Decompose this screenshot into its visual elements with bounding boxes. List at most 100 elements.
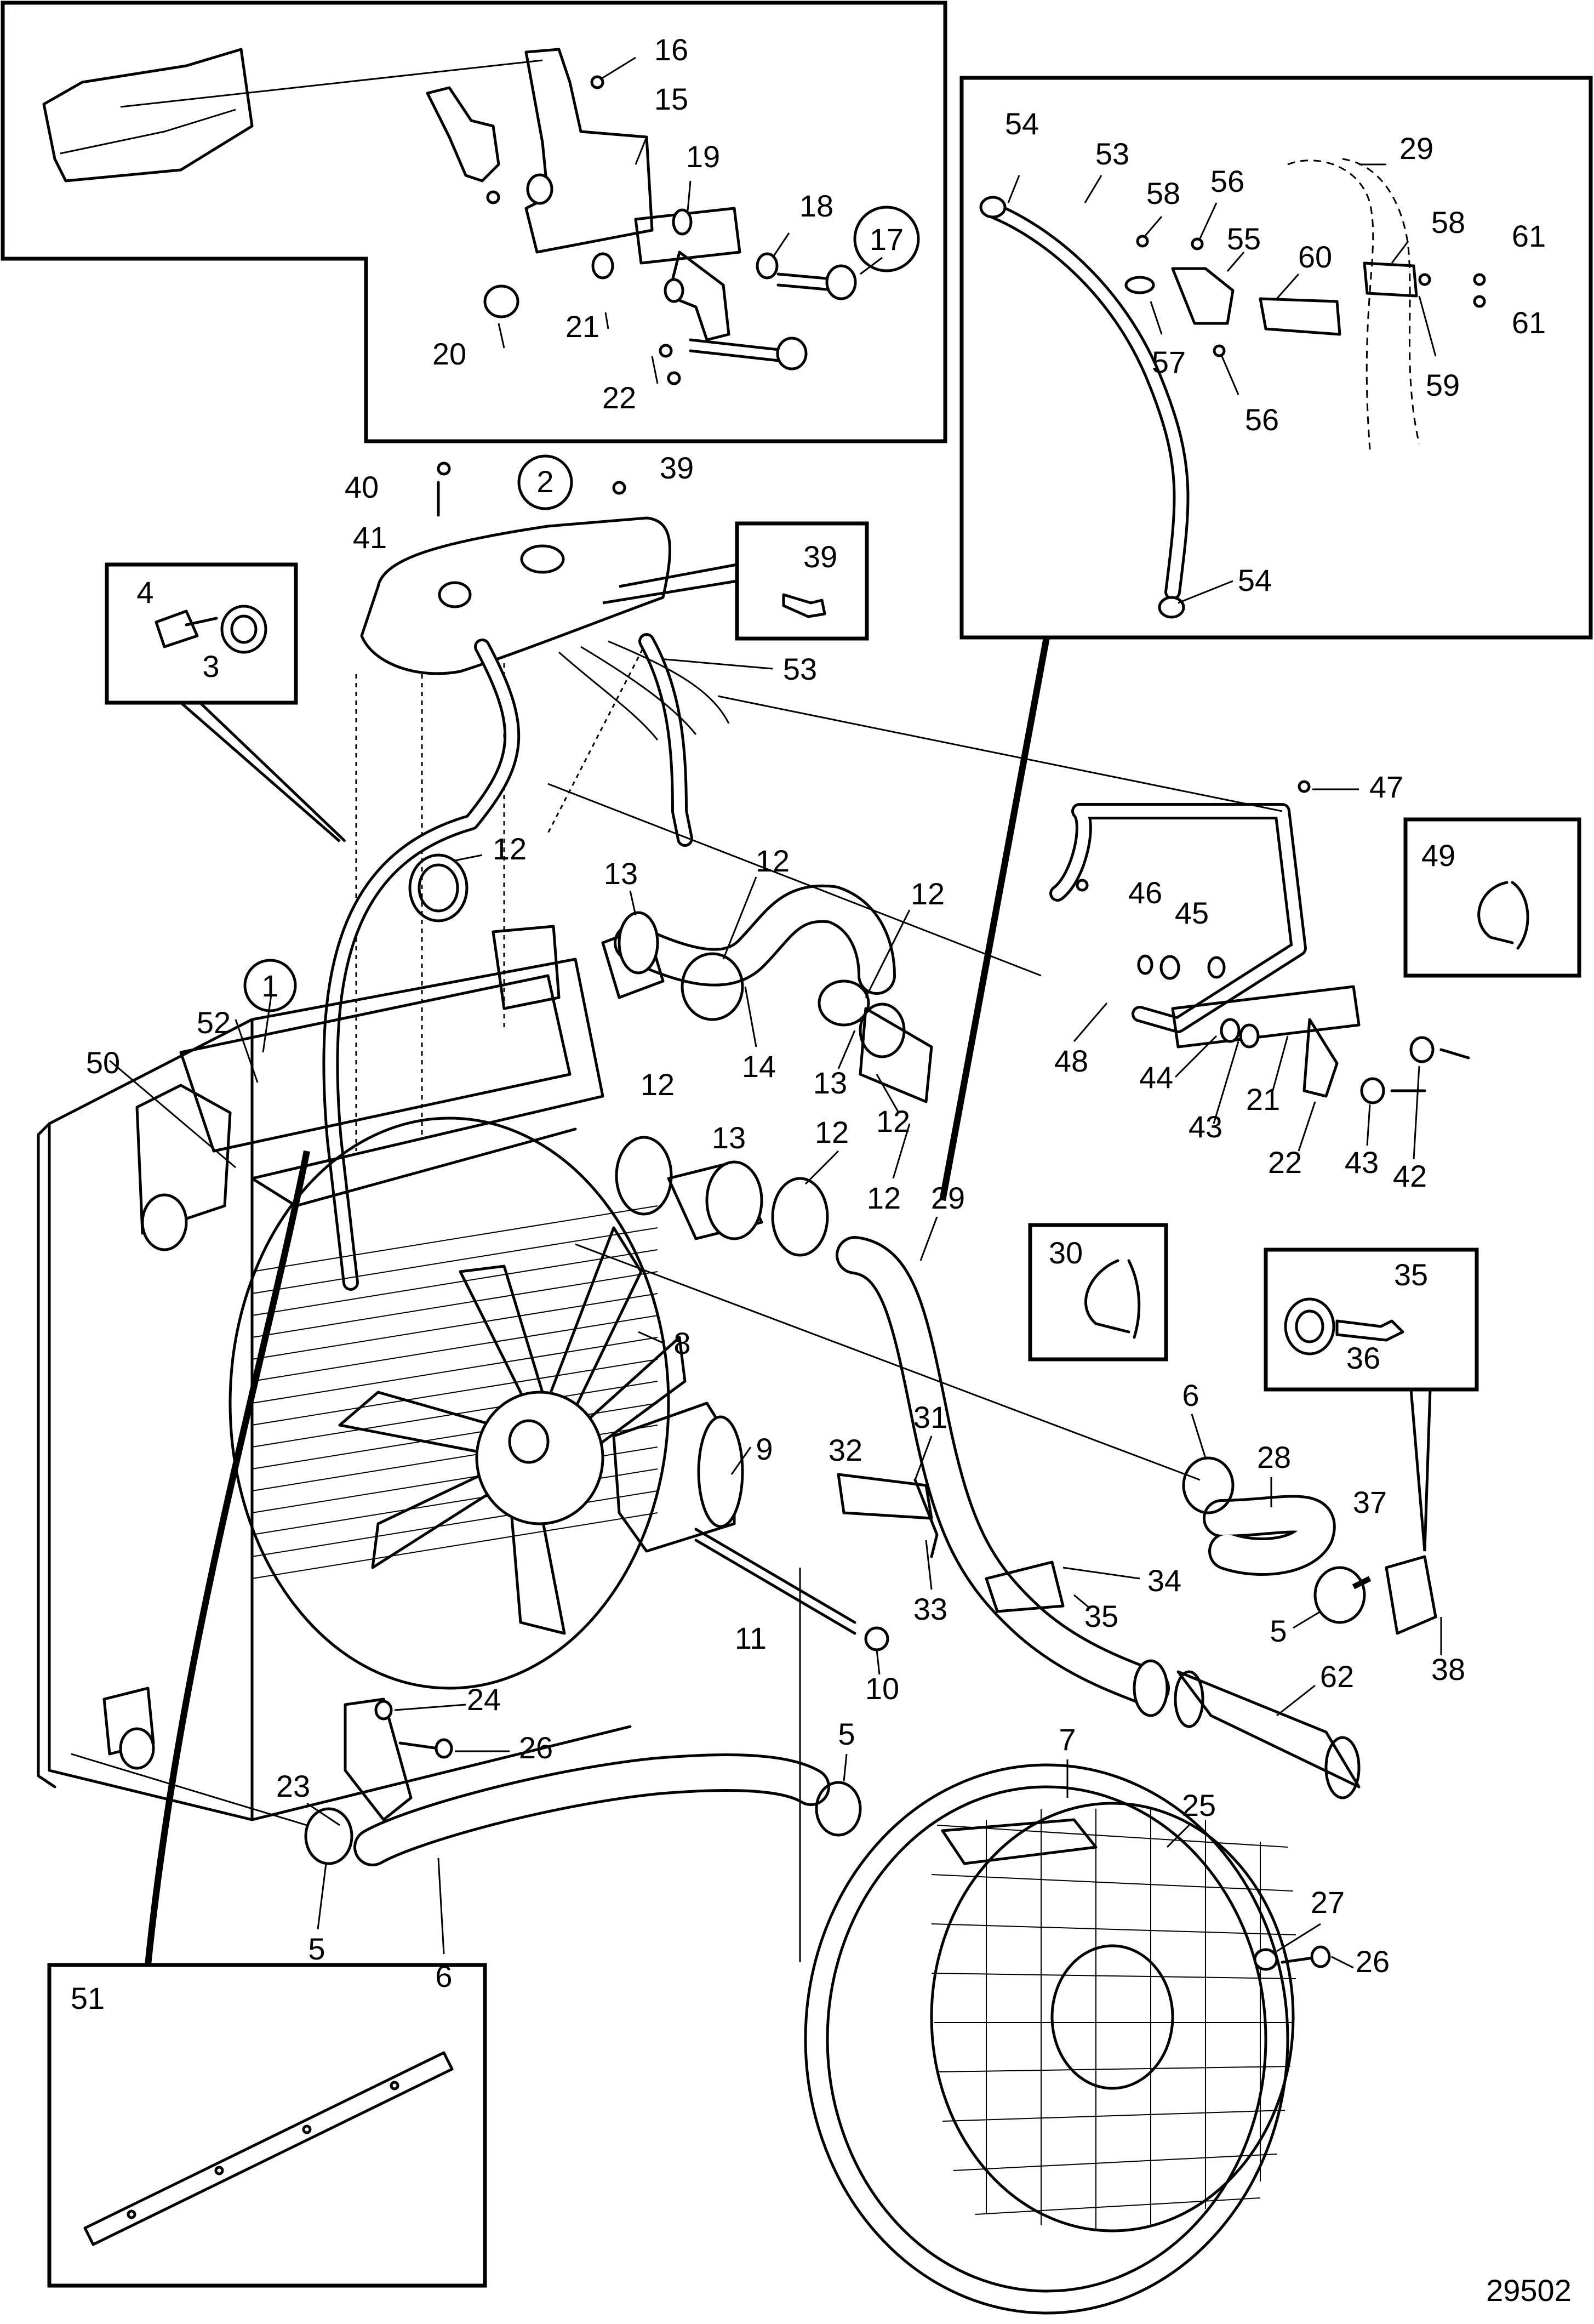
- callout-4: 4: [136, 575, 153, 610]
- callout-38: 38: [1431, 1652, 1465, 1687]
- callout-50: 50: [86, 1045, 120, 1080]
- callout-44: 44: [1139, 1060, 1173, 1095]
- callout-6-bottom: 6: [435, 1959, 452, 1993]
- callout-17: 17: [870, 222, 904, 257]
- callout-39-box: 39: [803, 539, 837, 574]
- radiator-assembly: 1 52 50: [37, 925, 670, 1821]
- callout-53-inset: 53: [1095, 136, 1129, 171]
- callout-24: 24: [467, 1682, 501, 1717]
- callout-62: 62: [1320, 1659, 1354, 1694]
- drawing-number: 29502: [1486, 2273, 1572, 2308]
- callout-18: 18: [799, 189, 833, 223]
- callout-37: 37: [1353, 1485, 1387, 1519]
- callout-28: 28: [1257, 1440, 1291, 1474]
- callout-21-inset: 21: [565, 309, 599, 344]
- callout-2: 2: [536, 464, 553, 499]
- callout-52: 52: [197, 1005, 231, 1040]
- callout-45: 45: [1175, 896, 1209, 930]
- callout-23: 23: [276, 1769, 310, 1803]
- callout-6-right: 6: [1182, 1378, 1199, 1412]
- callout-29-inset: 29: [1399, 131, 1433, 166]
- callout-40: 40: [345, 470, 379, 504]
- pipe-48-bracket: 47 46 45 48 44 43 21 22 43 42: [547, 695, 1470, 1193]
- callout-61-top: 61: [1512, 219, 1546, 253]
- fan-guard-mesh: [931, 1809, 1296, 2231]
- callout-56-bottom: 56: [1245, 402, 1279, 437]
- callout-12-e: 12: [641, 1067, 675, 1102]
- callout-61-bottom: 61: [1512, 305, 1546, 340]
- callout-12-d: 12: [876, 1104, 910, 1138]
- detail-box-3-4: 4 3: [105, 562, 346, 842]
- detail-box-35-36: 35 36: [1264, 1248, 1479, 1552]
- callout-34: 34: [1147, 1563, 1181, 1598]
- callout-20: 20: [432, 337, 466, 371]
- callout-55: 55: [1227, 221, 1261, 256]
- callout-56-top: 56: [1210, 164, 1244, 198]
- expansion-tank: 2 40 41 39 53: [345, 451, 817, 1151]
- callout-13-c: 13: [712, 1120, 746, 1155]
- callout-12-c: 12: [911, 876, 945, 911]
- detail-box-39: 39: [602, 521, 869, 641]
- callout-48: 48: [1054, 1044, 1088, 1078]
- callout-19: 19: [686, 139, 720, 174]
- hose-28-assembly: 6 28 37 5 38: [575, 1243, 1465, 1687]
- radiator-grille-lines: [252, 1205, 658, 1579]
- callout-13-a: 13: [604, 856, 638, 891]
- callout-12-a: 12: [493, 831, 527, 866]
- hose-62: 62: [1174, 1659, 1361, 1799]
- callout-12-f: 12: [815, 1115, 849, 1149]
- callout-7: 7: [1059, 1722, 1076, 1757]
- callout-53-main: 53: [783, 652, 817, 686]
- callout-32: 32: [829, 1433, 862, 1467]
- callout-31: 31: [913, 1400, 947, 1434]
- callout-35-main: 35: [1084, 1599, 1118, 1633]
- callout-3: 3: [202, 649, 219, 683]
- callout-54-bottom: 54: [1238, 563, 1272, 597]
- callout-33: 33: [913, 1592, 947, 1626]
- callout-11: 11: [735, 1621, 767, 1655]
- callout-12-g: 12: [867, 1181, 901, 1215]
- callout-42: 42: [1393, 1159, 1427, 1193]
- callout-21-main: 21: [1246, 1082, 1280, 1117]
- callout-27: 27: [1311, 1885, 1345, 1919]
- inset-pointer-left: [145, 1150, 310, 1966]
- callout-13-b: 13: [813, 1066, 847, 1100]
- callout-35-box: 35: [1394, 1257, 1428, 1292]
- inset-hose-detail: 54 53 29 58 56 58 55 60 61 61 57 59 56 5…: [959, 76, 1593, 640]
- callout-46: 46: [1128, 875, 1162, 910]
- callout-41: 41: [353, 520, 387, 555]
- callout-54-top: 54: [1005, 106, 1039, 141]
- callout-8: 8: [673, 1326, 690, 1360]
- callout-26-right: 26: [1356, 1944, 1390, 1979]
- charge-air-hoses: 12 13 12 12 14 13 12 12 13 12 12: [408, 831, 945, 1257]
- callout-43-b: 43: [1345, 1145, 1379, 1180]
- callout-12-b: 12: [756, 844, 790, 878]
- callout-16: 16: [654, 32, 688, 67]
- callout-10: 10: [865, 1671, 899, 1706]
- callout-58-left: 58: [1146, 176, 1180, 210]
- hose-29-assembly: 29 31 32 33 34 35: [829, 1181, 1181, 1717]
- callout-60: 60: [1298, 240, 1332, 274]
- callout-5-bottom-right: 5: [838, 1717, 855, 1751]
- callout-26-left: 26: [519, 1730, 553, 1765]
- detail-box-49: 49: [1403, 817, 1581, 978]
- callout-30: 30: [1049, 1235, 1083, 1270]
- callout-9: 9: [756, 1432, 773, 1466]
- callout-1: 1: [261, 969, 278, 1003]
- callout-58-right: 58: [1431, 205, 1465, 240]
- callout-25: 25: [1182, 1788, 1216, 1822]
- callout-22-inset: 22: [602, 380, 636, 415]
- callout-43-a: 43: [1189, 1109, 1222, 1144]
- callout-47: 47: [1369, 770, 1403, 804]
- callout-39-top: 39: [660, 451, 694, 485]
- callout-29-main: 29: [931, 1181, 965, 1215]
- callout-15: 15: [654, 82, 688, 116]
- callout-51: 51: [71, 1981, 105, 2015]
- callout-22-main: 22: [1268, 1145, 1302, 1180]
- inset-bracket-detail: 16 15 19 18 17 21 20 22: [1, 1, 947, 443]
- callout-36: 36: [1346, 1341, 1380, 1375]
- inset-pointer-right: [939, 636, 1050, 1201]
- callout-57: 57: [1152, 345, 1186, 379]
